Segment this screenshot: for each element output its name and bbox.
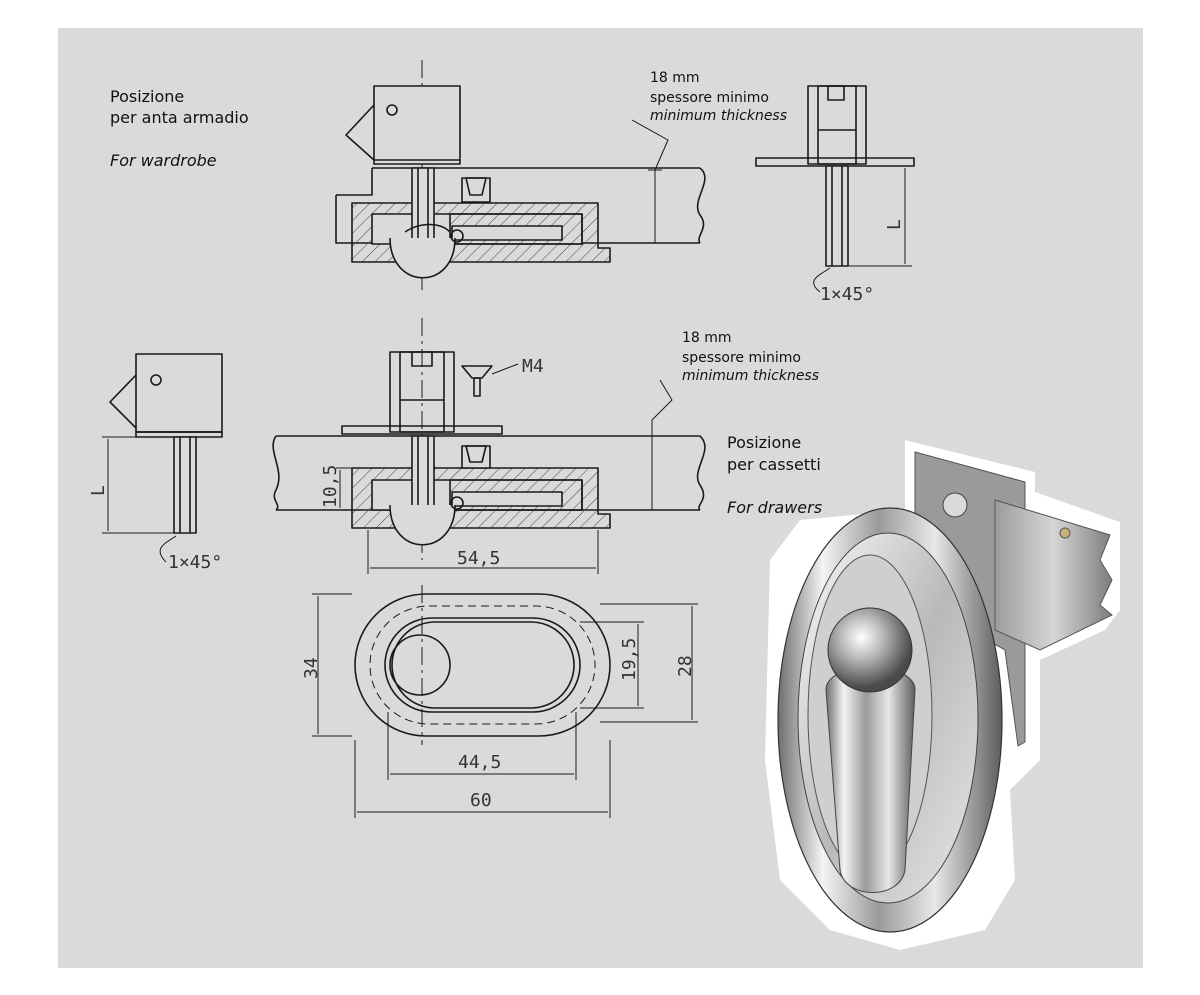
drawer-title-line1: Posizione: [727, 433, 802, 452]
dim-10-5: 10,5: [320, 465, 341, 508]
wardrobe-title-line2: per anta armadio: [110, 108, 249, 127]
wardrobe-side-view: [755, 85, 915, 293]
chamfer-left-label: 1×45°: [168, 552, 222, 573]
drawer-thickness-it: spessore minimo: [682, 350, 801, 366]
wardrobe-thickness-value: 18 mm: [650, 70, 700, 86]
dim-19-5: 19,5: [619, 638, 640, 681]
dim-60: 60: [470, 790, 492, 811]
dim-44-5: 44,5: [458, 752, 501, 773]
screw-label: M4: [522, 356, 544, 377]
wardrobe-title-en: For wardrobe: [110, 151, 217, 170]
length-top-label: L: [884, 219, 905, 230]
drawer-thickness-en: minimum thickness: [682, 368, 820, 384]
plan-view: [312, 585, 698, 818]
drawer-title-line2: per cassetti: [727, 455, 821, 474]
drawer-side-view: [102, 353, 223, 563]
dim-34: 34: [301, 657, 322, 679]
drawer-section-view: [272, 318, 706, 574]
chamfer-top-label: 1×45°: [820, 284, 874, 305]
dim-54-5: 54,5: [457, 548, 500, 569]
wardrobe-thickness-en: minimum thickness: [650, 108, 788, 124]
wardrobe-thickness-it: spessore minimo: [650, 90, 769, 106]
dim-28: 28: [675, 655, 696, 677]
latch-photo: [765, 440, 1120, 950]
wardrobe-title-line1: Posizione: [110, 87, 185, 106]
drawer-title-en: For drawers: [727, 498, 823, 517]
wardrobe-section-view: [335, 60, 706, 290]
length-left-label: L: [88, 485, 109, 496]
drawer-thickness-value: 18 mm: [682, 330, 732, 346]
